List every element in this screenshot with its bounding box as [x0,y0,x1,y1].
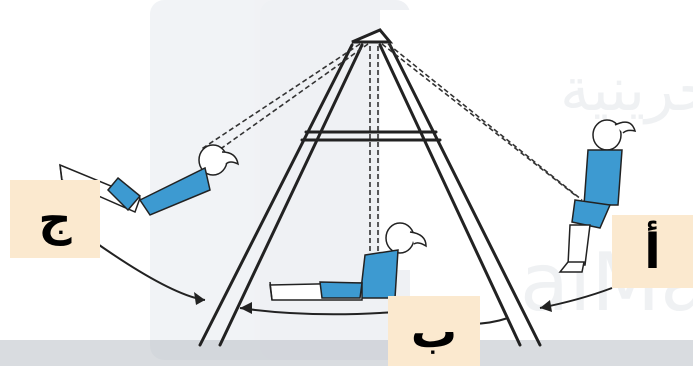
position-label-a: أ [612,215,693,288]
bottom-shadow [0,340,693,366]
position-label-b: ب [388,296,480,366]
svg-text:ﺑﺤﺮﻳﻨﻴﺔ: ﺑﺤﺮﻳﻨﻴﺔ [560,55,693,125]
position-label-c: ج [10,180,100,258]
